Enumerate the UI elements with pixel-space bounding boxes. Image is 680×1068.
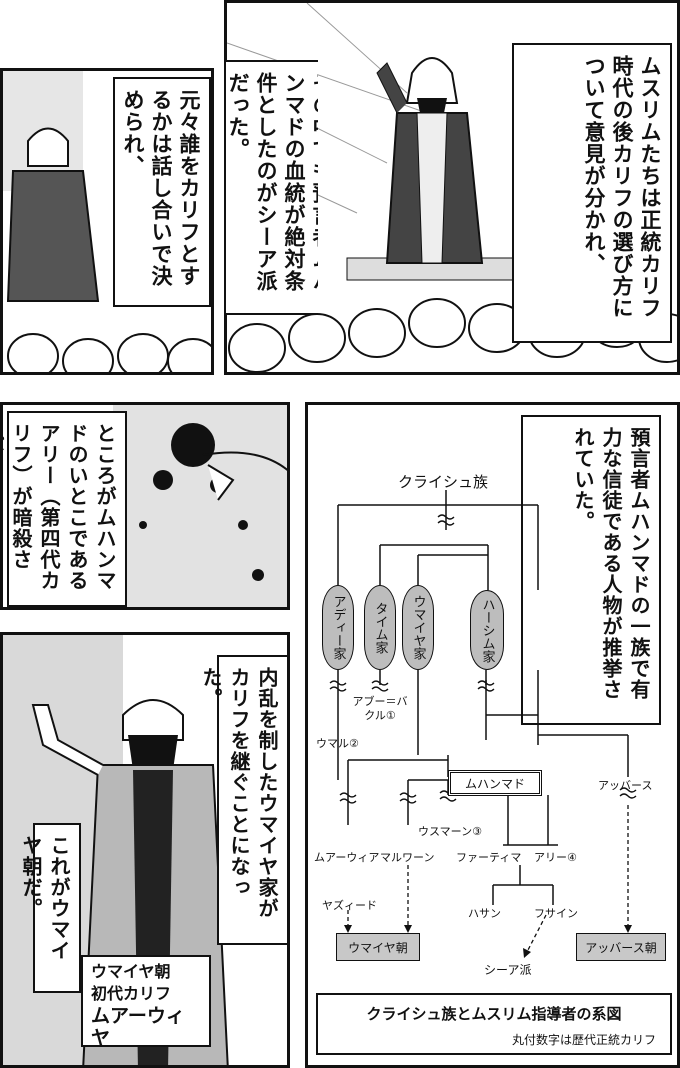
dynasty-umayyad: ウマイヤ朝	[336, 933, 420, 961]
person-umar: ウマル②	[316, 737, 359, 750]
genealogy-title: クライシュ族とムスリム指導者の系図	[366, 1005, 622, 1023]
character-caption: ウマイヤ朝 初代カリフ ムアーウィヤ	[81, 955, 211, 1049]
narration-box: ムスリムたちは正統カリフ時代の後カリフの選び方について意見が分かれ、	[512, 43, 672, 343]
blood-splatter-illustration	[113, 405, 287, 607]
dynasty-shia: シーア派	[484, 963, 532, 977]
person-ali: アリー④	[534, 851, 577, 864]
person-muhammad: ムハンマド	[448, 770, 542, 796]
root-clan-label: クライシュ族	[398, 473, 489, 491]
intro-narration-box: 預言者ムハンマドの一族で有力な信徒である人物が推挙されていた。	[521, 415, 661, 725]
person-fatima: ファーティマ	[456, 851, 522, 864]
narration-box: 元々誰をカリフとするかは話し合いで決められ、	[113, 77, 211, 307]
panel-bloodline: その中でも預言者ムハンマドの血統が絶対条件としたのがシーア派だった。	[218, 60, 318, 375]
seated-man-illustration	[3, 71, 211, 372]
clan-taym: タイム家	[364, 585, 396, 670]
person-abu-bakr: アブー＝バクル①	[352, 695, 408, 722]
person-marwan: マルワーン	[380, 851, 435, 864]
person-yazid: ヤズィード	[322, 899, 377, 912]
genealogy-panel: 預言者ムハンマドの一族で有力な信徒である人物が推挙されていた。	[305, 402, 680, 1068]
genealogy-lines	[329, 490, 637, 958]
panel-discussion: 元々誰をカリフとするかは話し合いで決められ、	[0, 68, 214, 375]
genealogy-title-box: クライシュ族とムスリム指導者の系図 丸付数字は歴代正統カリフ	[316, 993, 672, 1055]
clan-umayya: ウマイヤ家	[402, 585, 434, 670]
narration-box: ところがムハンマドのいとこであるアリー（第四代カリフ）が暗殺され、	[3, 411, 127, 607]
genealogy-subtitle: 丸付数字は歴代正統カリフ	[511, 1033, 656, 1047]
dynasty-abbasid: アッバース朝	[576, 933, 666, 961]
clan-adi: アディー家	[322, 585, 354, 670]
person-husayn: フサイン	[534, 907, 578, 920]
caption-line: 初代カリフ	[91, 984, 172, 1003]
person-muawiya: ムアーウィア	[314, 851, 380, 864]
person-uthman: ウスマーン③	[418, 825, 482, 838]
panel-umayyad: 内乱を制したウマイヤ家がカリフを継ぐことになった。 これがウマイヤ朝だ。 ウマイ…	[0, 632, 290, 1068]
caption-line: ムアーウィヤ	[91, 1005, 185, 1049]
narration-box: その中でも預言者ムハンマドの血統が絶対条件としたのがシーア派だった。	[224, 60, 318, 315]
panel-assassination: ところがムハンマドのいとこであるアリー（第四代カリフ）が暗殺され、	[0, 402, 290, 610]
narration-box: 内乱を制したウマイヤ家がカリフを継ぐことになった。	[199, 655, 287, 945]
person-hasan: ハサン	[468, 907, 501, 920]
narration-box: これがウマイヤ朝だ。	[19, 823, 81, 993]
muhammad-label: ムハンマド	[464, 776, 525, 791]
person-abbas: アッバース	[598, 779, 653, 792]
clan-hashim: ハーシム家	[470, 590, 504, 670]
caption-line: ウマイヤ朝	[91, 962, 171, 981]
